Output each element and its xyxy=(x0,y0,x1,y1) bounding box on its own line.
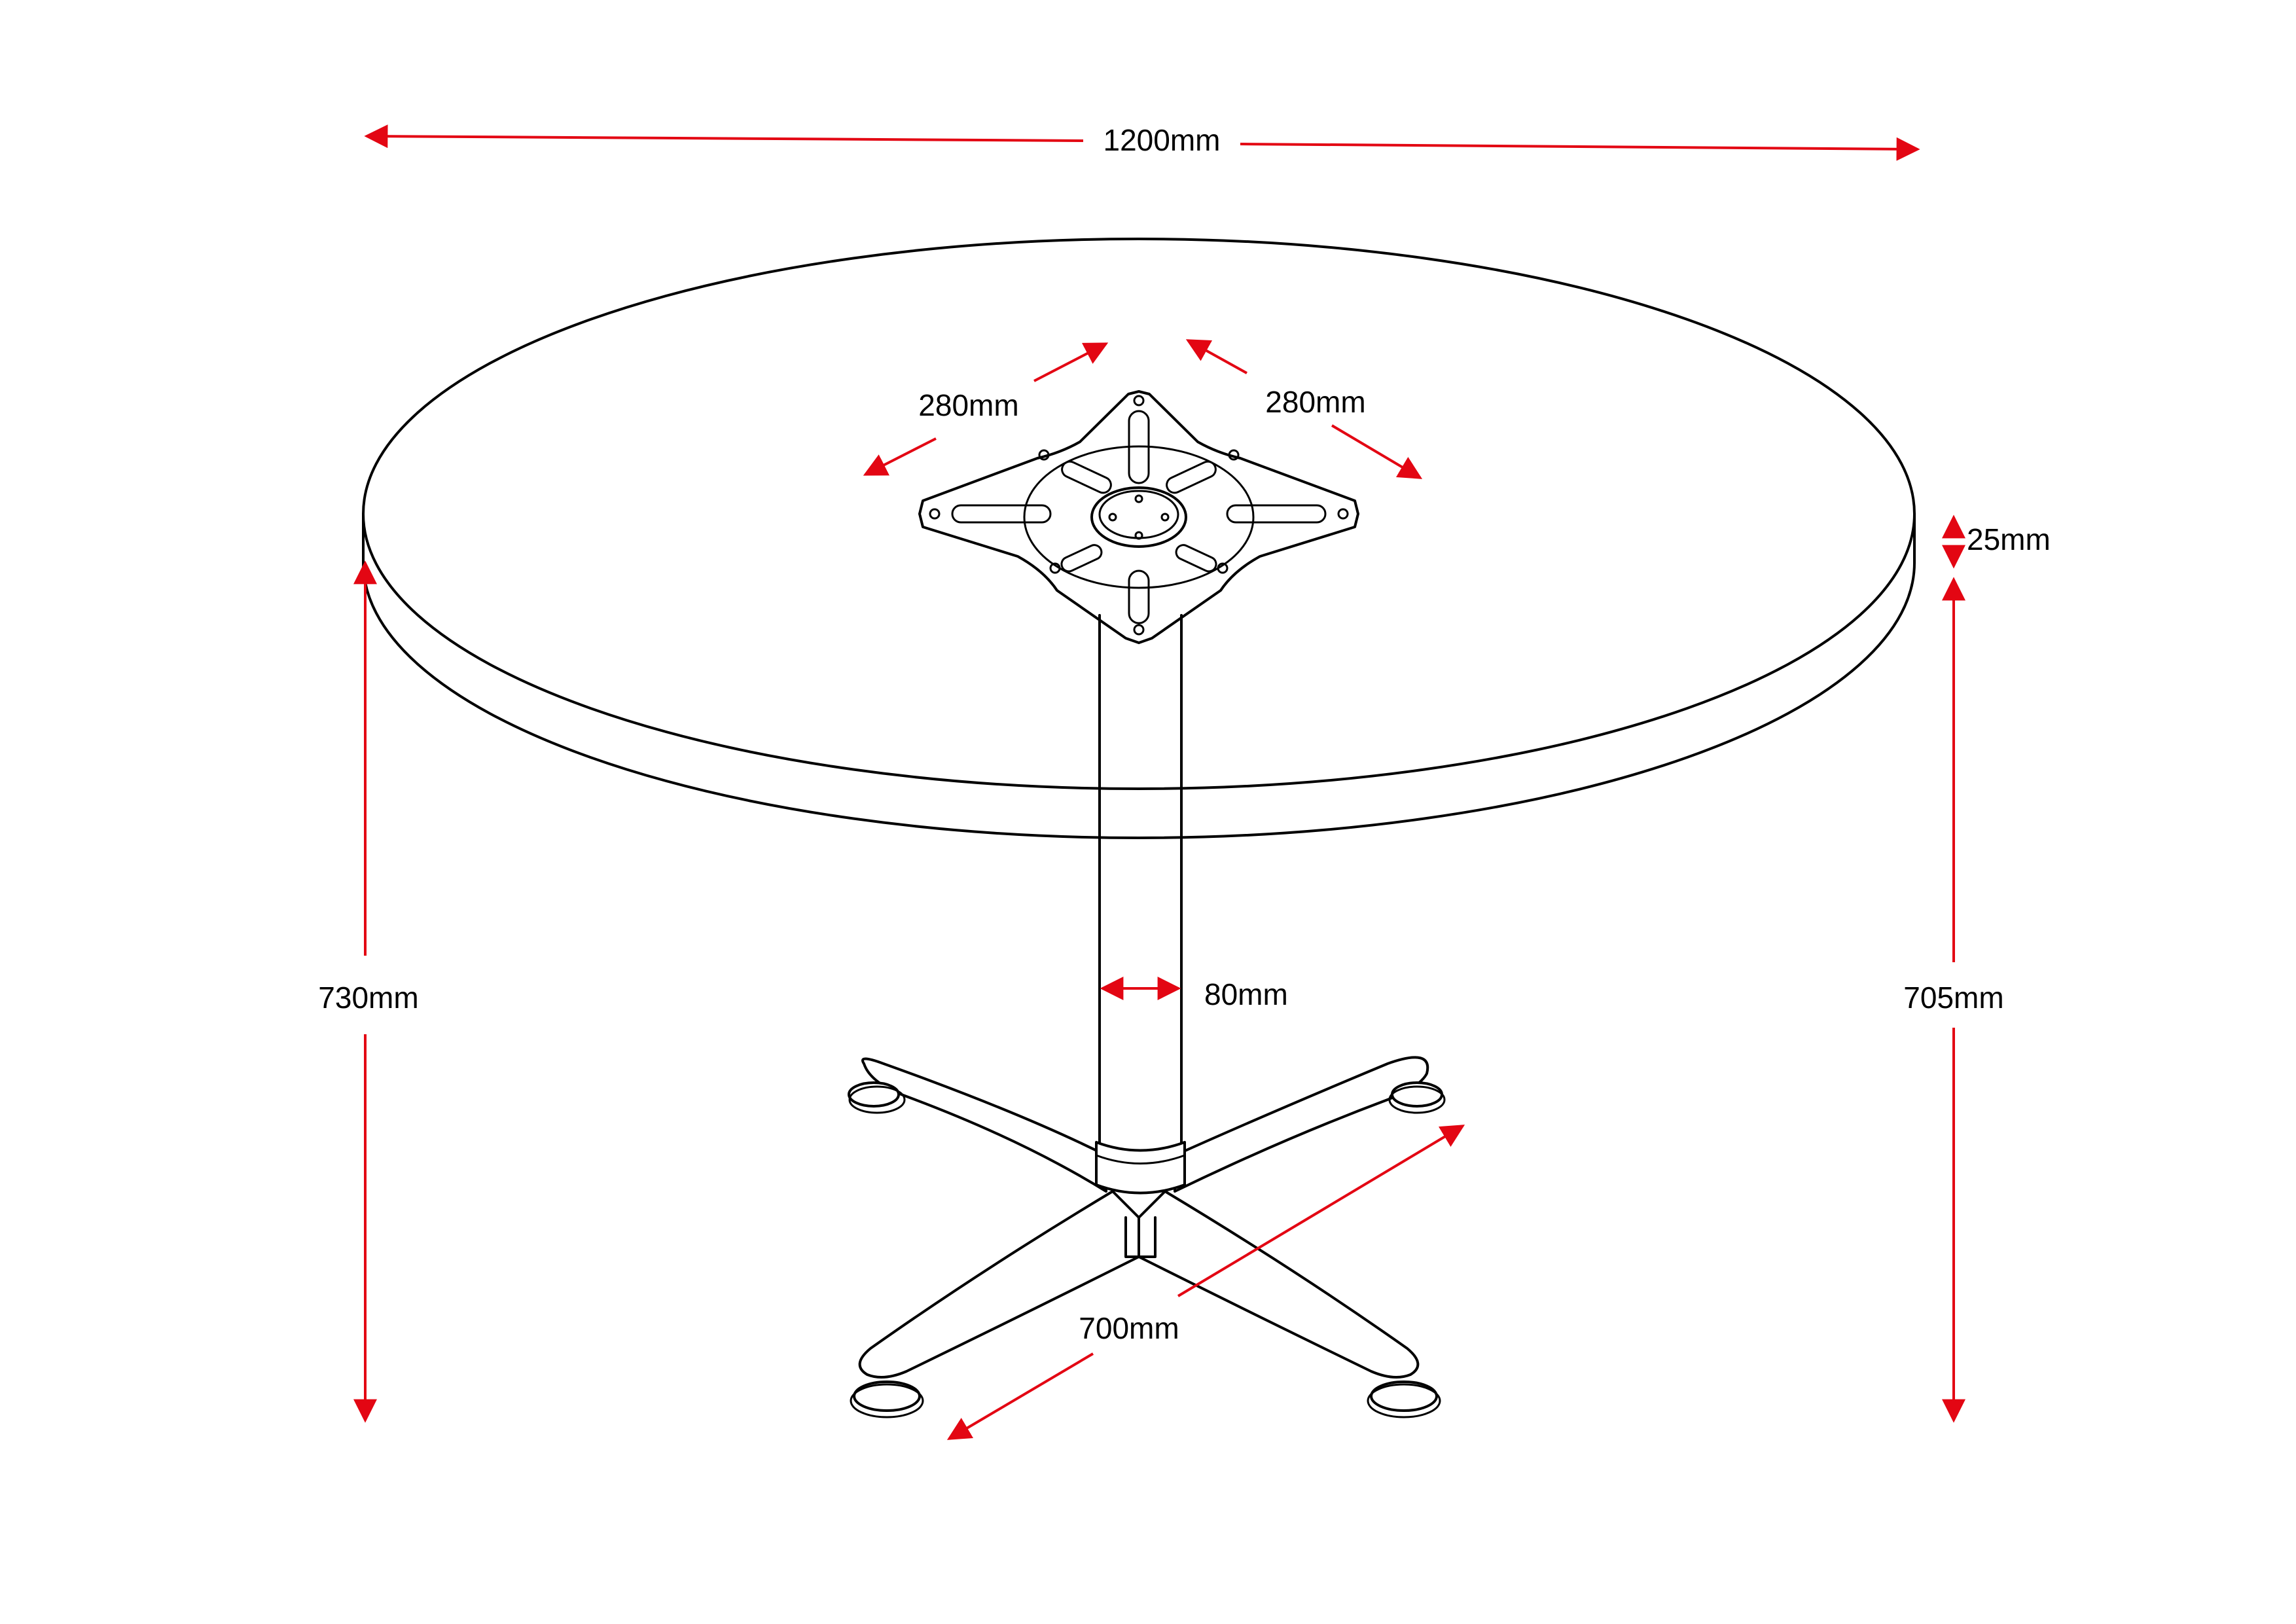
base-arm-front-left xyxy=(858,1190,1140,1379)
label-column-diameter: 80mm xyxy=(1204,977,1288,1011)
foot-front-left xyxy=(853,1380,921,1412)
dim-plate-left-arrow-down xyxy=(863,437,937,476)
plate-slot xyxy=(1166,460,1217,494)
plate-corner-hole xyxy=(929,508,941,520)
dimension-lines xyxy=(353,124,1965,1440)
label-plate-width-left: 280mm xyxy=(918,388,1018,422)
foot-front-left-base xyxy=(850,1383,924,1418)
dim-plate-left-arrow-up xyxy=(1033,342,1109,382)
plate-corner-hole xyxy=(1049,562,1061,574)
foot-front-right-base xyxy=(1367,1383,1441,1418)
dim-plate-right-arrow-down xyxy=(1331,424,1423,479)
dim-width-arrow-left xyxy=(364,124,1084,149)
plate-slot xyxy=(1226,504,1327,524)
table-top-edge xyxy=(362,513,1916,839)
plate-corner-hole xyxy=(1337,508,1349,520)
dim-base-span-arrow-up xyxy=(1177,1125,1465,1297)
plate-corner-hole xyxy=(1228,449,1240,461)
plate-inner-ring xyxy=(1023,445,1255,589)
plate-slot xyxy=(1060,544,1103,573)
plate-slot xyxy=(951,504,1052,524)
dim-width-arrow-right xyxy=(1240,137,1920,161)
plate-slot xyxy=(1175,544,1217,573)
plate-screw-hole xyxy=(1108,513,1117,522)
foot-back-left-base xyxy=(848,1085,906,1114)
dim-plate-right-arrow-up xyxy=(1185,339,1247,374)
label-base-height: 705mm xyxy=(1903,981,2003,1015)
plate-corner-hole xyxy=(1133,624,1145,636)
base-arm-back-left xyxy=(861,1057,1107,1193)
plate-screw-hole xyxy=(1134,494,1143,503)
foot-back-right-base xyxy=(1388,1085,1446,1114)
plate-screw-hole xyxy=(1134,531,1143,540)
plate-slot xyxy=(1128,410,1150,484)
plate-corner-hole xyxy=(1038,449,1050,461)
mounting-plate xyxy=(918,390,1359,644)
plate-corner-hole xyxy=(1133,395,1145,406)
cross-base xyxy=(848,1056,1446,1418)
base-arm-back-right xyxy=(1174,1056,1429,1193)
foot-front-right xyxy=(1370,1380,1438,1412)
plate-screw-hole xyxy=(1160,513,1170,522)
column xyxy=(1098,614,1183,1144)
label-top-thickness: 25mm xyxy=(1967,522,2051,556)
column-collar-band xyxy=(1095,1154,1186,1164)
base-arm-front-right xyxy=(1138,1190,1420,1379)
label-table-diameter: 1200mm xyxy=(1103,123,1221,157)
plate-slot xyxy=(1128,569,1150,624)
base-hub-front xyxy=(1124,1216,1157,1258)
label-base-span: 700mm xyxy=(1079,1311,1179,1345)
plate-center-boss xyxy=(1090,486,1187,548)
label-total-height: 730mm xyxy=(318,981,418,1015)
plate-slot xyxy=(1061,460,1112,494)
plate-corner-hole xyxy=(1217,562,1229,574)
label-plate-width-right: 280mm xyxy=(1265,385,1365,419)
dimension-labels: 1200mm 280mm 280mm 25mm 730mm 705mm 80mm… xyxy=(318,123,2051,1345)
dim-base-span-arrow-down xyxy=(946,1352,1094,1440)
column-collar xyxy=(1095,1141,1186,1195)
